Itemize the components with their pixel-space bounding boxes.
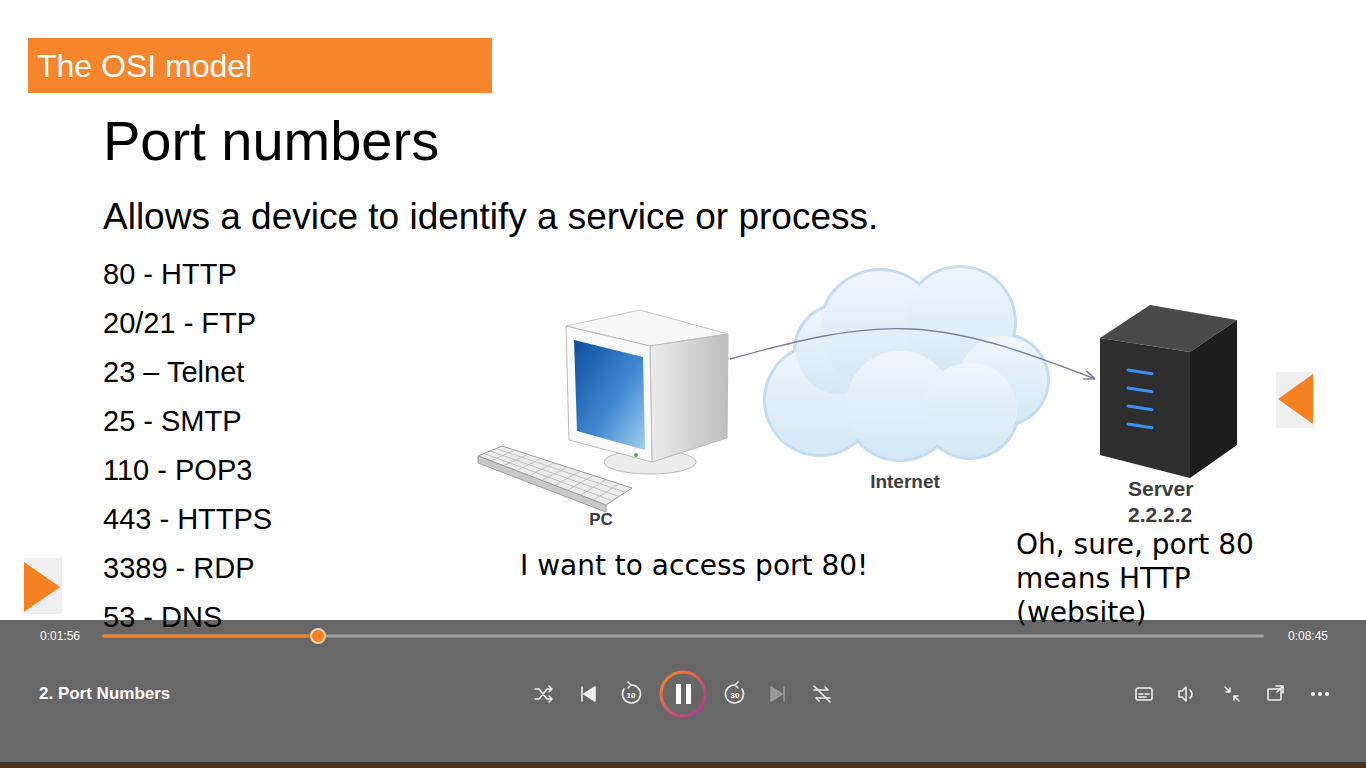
nav-arrow-left [24, 562, 60, 612]
player-controls [771, 687, 782, 701]
band-text: The OSI model [37, 47, 252, 85]
nav-arrow-left [24, 558, 62, 614]
elapsed-time: 0:01:56 [40, 629, 80, 643]
port-entry: 80 - HTTP [103, 258, 237, 291]
internet-cloud [763, 265, 1050, 462]
skip-seconds: 10 [627, 691, 636, 700]
subtitle: Allows a device to identify a service or… [103, 196, 878, 238]
lecture-title: 2. Port Numbers [39, 683, 170, 705]
player-controls [783, 687, 785, 701]
pc-illustration [580, 480, 606, 496]
pc-node: PC [470, 300, 730, 536]
nav-arrow-right [1276, 372, 1314, 428]
server-node: Server 2.2.2.2 [1095, 300, 1245, 532]
skip-seconds: 30 [731, 691, 740, 700]
pc-illustration [555, 471, 580, 485]
pc-illustration [478, 310, 728, 512]
internet-cloud [923, 363, 1017, 457]
pc-illustration [496, 449, 626, 493]
server-illustration [1128, 424, 1152, 428]
pc-illustration [484, 449, 626, 501]
pc-illustration [650, 334, 728, 462]
server-illustration [1100, 305, 1237, 478]
port-entry: 110 - POP3 [103, 454, 252, 487]
port-entry: 20/21 - FTP [103, 307, 256, 340]
pc-illustration [634, 453, 638, 457]
node-caption: Server 2.2.2.2 [1128, 476, 1228, 528]
pc-speech: I want to access port 80! [520, 549, 868, 582]
node-caption: PC [589, 510, 613, 530]
total-time: 0:08:45 [1288, 629, 1328, 643]
player-controls [535, 672, 1328, 716]
player-controls [581, 687, 583, 701]
server-speech: Oh, sure, port 80 means HTTP (website) [1016, 528, 1306, 630]
pc-illustration [491, 450, 515, 461]
pc-illustration [484, 454, 613, 501]
player-controls [1136, 688, 1152, 700]
pc-illustration [593, 484, 619, 500]
pc-illustration [478, 446, 632, 505]
server-illustration [1128, 370, 1152, 428]
progress-bar [102, 635, 1264, 638]
connector-arrow [730, 329, 1095, 379]
pc-illustration [574, 340, 645, 450]
pc-illustration [490, 451, 619, 497]
port-entry: 25 - SMTP [103, 405, 242, 438]
server-illustration [1128, 406, 1152, 410]
player-controls [814, 686, 830, 702]
port-entry: 23 – Telnet [103, 356, 244, 389]
player-controls [1319, 693, 1322, 696]
pc-illustration [568, 475, 593, 490]
player-controls [686, 684, 691, 704]
player-controls [661, 672, 705, 716]
port-entry: 3389 - RDP [103, 552, 255, 585]
cloud-node: Internet [765, 265, 1050, 497]
port-entry: 443 - HTTPS [103, 503, 272, 536]
server-illustration [1128, 370, 1152, 374]
nav-arrow-left [24, 558, 62, 614]
player-controls [622, 682, 640, 703]
server-illustration [1128, 388, 1152, 392]
slide-title: Port numbers [103, 109, 439, 173]
player-bar [0, 620, 1366, 768]
player-controls [1225, 687, 1239, 701]
progress-bar [102, 629, 1264, 643]
player-controls [726, 682, 744, 703]
internet-cloud [766, 268, 1047, 459]
player-controls [1276, 686, 1283, 693]
title-band: The OSI model [28, 38, 492, 93]
nav-arrow-right [1276, 372, 1314, 428]
player-controls [584, 687, 595, 701]
player-controls [1312, 693, 1315, 696]
pc-illustration [516, 459, 541, 471]
player-controls [1326, 693, 1329, 696]
player-controls [676, 684, 681, 704]
pc-illustration [542, 467, 567, 481]
server-illustration [1100, 338, 1190, 478]
pc-illustration [529, 463, 554, 476]
player-controls [1179, 687, 1192, 701]
internet-cloud [763, 265, 1050, 462]
player-controls [535, 686, 552, 702]
pc-illustration [504, 454, 528, 465]
nav-arrow-right [1278, 374, 1313, 424]
player-controls [1139, 694, 1149, 697]
server-illustration [1190, 320, 1237, 478]
port-entry: 53 - DNS [103, 601, 222, 634]
player-controls [814, 687, 830, 701]
progress-bar [102, 635, 318, 638]
progress-bar [311, 629, 325, 643]
node-caption: Internet [870, 471, 940, 493]
player-bar [0, 620, 1366, 762]
pc-illustration [566, 326, 652, 462]
player-bar [0, 762, 1366, 768]
